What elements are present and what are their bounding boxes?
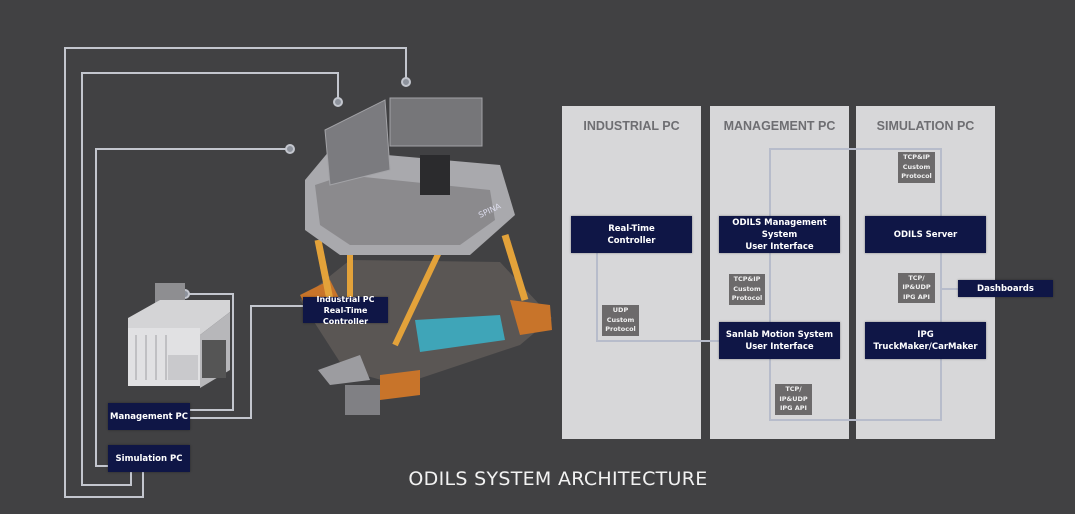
connector-line <box>81 72 339 486</box>
dashboards-box: Dashboards <box>958 280 1053 297</box>
connector-line <box>189 293 234 411</box>
odils-server-box: ODILS Server <box>865 216 986 253</box>
protocol-tag: TCP&IP Custom Protocol <box>898 152 935 183</box>
odils-management-box: ODILS Management System User Interface <box>719 216 840 253</box>
connector-loop <box>769 148 942 421</box>
protocol-tag: TCP/ IP&UDP IPG API <box>898 273 935 303</box>
connector-line <box>64 47 407 498</box>
connector-line <box>596 253 719 342</box>
column-title: INDUSTRIAL PC <box>583 119 680 133</box>
diagram-title: ODILS SYSTEM ARCHITECTURE <box>408 468 708 490</box>
connection-point-icon <box>401 77 411 87</box>
protocol-tag: TCP&IP Custom Protocol <box>729 274 765 305</box>
column-title: MANAGEMENT PC <box>723 119 836 133</box>
industrial-pc-label: Industrial PC Real-Time Controller <box>303 295 388 326</box>
real-time-controller-box: Real-Time Controller <box>571 216 692 253</box>
management-pc-illustration <box>128 283 230 388</box>
column-industrial-pc: INDUSTRIAL PC <box>562 106 701 439</box>
protocol-tag: TCP/ IP&UDP IPG API <box>775 384 812 415</box>
management-pc-label: Management PC <box>108 403 190 430</box>
column-title: SIMULATION PC <box>876 119 975 133</box>
connector-line <box>95 148 286 467</box>
column-management-pc: MANAGEMENT PC <box>710 106 849 439</box>
motion-simulator-illustration: SPINA <box>300 97 552 415</box>
connection-point-icon <box>333 97 343 107</box>
protocol-tag: UDP Custom Protocol <box>602 305 639 336</box>
connection-point-icon <box>285 144 295 154</box>
sanlab-motion-box: Sanlab Motion System User Interface <box>719 322 840 359</box>
simulation-pc-label: Simulation PC <box>108 445 190 472</box>
ipg-box: IPG TruckMaker/CarMaker <box>865 322 986 359</box>
connector-line <box>190 305 303 419</box>
